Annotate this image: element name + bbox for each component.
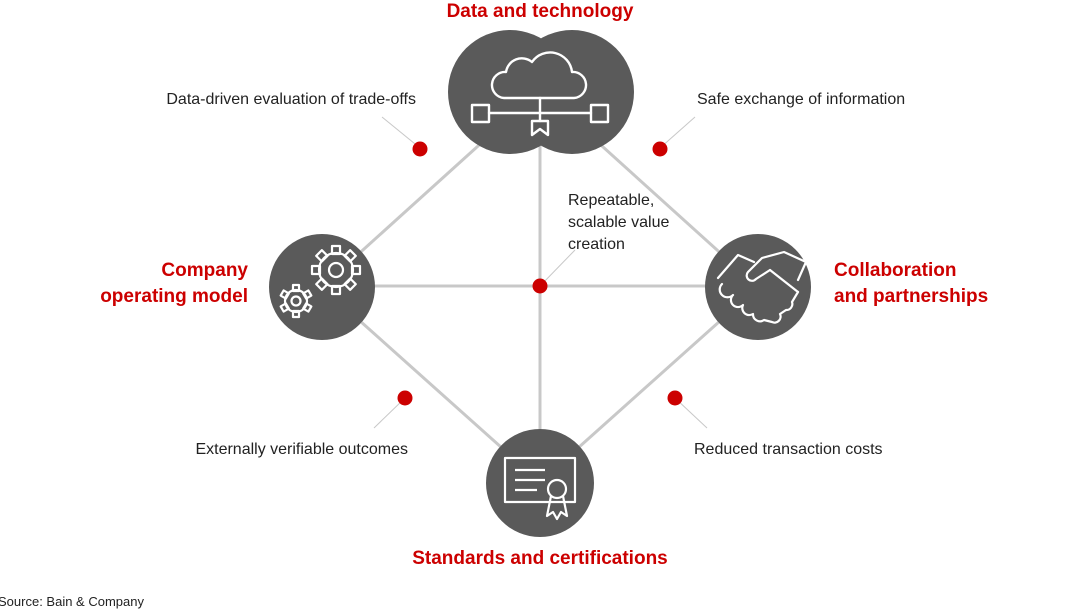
cloud-network-icon [470,51,610,137]
marker-bottom-left [397,390,413,406]
node-title-operating-model-line1: Company [161,260,248,281]
annotation-center-line2: scalable value [568,214,670,231]
node-title-standards: Standards and certifications [412,548,668,569]
node-circle-right [705,234,811,340]
markers [397,141,683,406]
source-note: Source: Bain & Company [0,594,144,609]
annotation-center-line1: Repeatable, [568,192,655,209]
node-circle-top-right [510,30,634,154]
handshake-icon [716,250,808,324]
node-standards [486,429,594,537]
annotation-bottom-left: Externally verifiable outcomes [195,441,408,458]
annotation-center-line3: creation [568,236,625,253]
gears-icon [279,244,362,319]
node-title-collaboration-line2: and partnerships [834,286,989,307]
node-title-operating-model-line2: operating model [100,286,248,307]
marker-top-left [412,141,428,157]
marker-top-right [652,141,668,157]
node-circle-bottom [486,429,594,537]
node-title-operating-model: Company operating model [40,258,248,310]
node-title-collaboration-line1: Collaboration [834,260,957,281]
annotation-bottom-right: Reduced transaction costs [694,441,883,458]
node-operating-model [269,234,375,340]
annotation-center: Repeatable, scalable value creation [568,190,728,256]
marker-bottom-right [667,390,683,406]
marker-center [532,278,548,294]
annotation-top-right: Safe exchange of information [697,91,906,108]
certificate-icon [503,456,577,521]
node-title-data-technology: Data and technology [446,1,634,22]
leader-center [540,249,576,286]
node-collaboration [705,234,811,340]
node-data-technology [448,30,634,154]
annotation-top-left: Data-driven evaluation of trade-offs [166,91,416,108]
node-title-collaboration: Collaboration and partnerships [834,258,1074,310]
leader-top-left [381,116,421,149]
leader-top-right [659,116,696,149]
